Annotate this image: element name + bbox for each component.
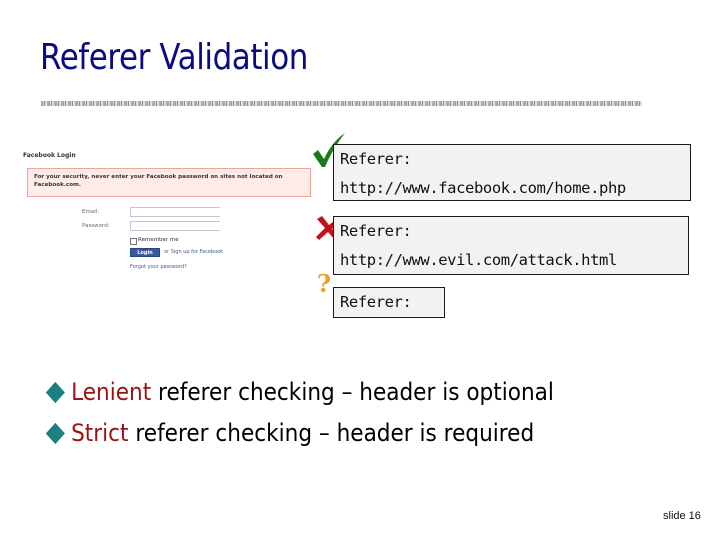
- bullet-text: referer checking – header is required: [128, 419, 535, 447]
- fb-password-label: Password:: [82, 223, 110, 229]
- slide-title: Referer Validation: [40, 37, 308, 78]
- referer-url: http://www.facebook.com/home.php: [340, 179, 626, 197]
- fb-login-button[interactable]: Login: [130, 248, 160, 257]
- bullet-lenient: Lenient referer checking – header is opt…: [45, 372, 554, 413]
- facebook-login-screenshot: Facebook Login For your security, never …: [18, 140, 314, 280]
- referer-box-missing: Referer:: [333, 287, 445, 318]
- fb-remember-label: Remember me: [138, 237, 179, 243]
- referer-url: http://www.evil.com/attack.html: [340, 251, 617, 269]
- slide-number: slide 16: [663, 510, 701, 522]
- check-icon: [313, 133, 345, 167]
- bullet-list: Lenient referer checking – header is opt…: [45, 372, 610, 454]
- fb-remember-checkbox[interactable]: [130, 238, 137, 245]
- fb-login-heading: Facebook Login: [23, 152, 76, 159]
- fb-signup-row: or Sign up for Facebook: [164, 249, 223, 255]
- referer-label: Referer:: [340, 293, 412, 311]
- bullet-text: referer checking – header is optional: [151, 378, 554, 406]
- question-icon: ?: [317, 269, 332, 298]
- bullet-keyword: Strict: [71, 419, 129, 447]
- diamond-bullet-icon: [45, 422, 65, 444]
- fb-or-text: or: [164, 249, 170, 255]
- fb-forgot-password-link[interactable]: Forgot your password?: [130, 264, 187, 270]
- title-divider: [41, 101, 642, 106]
- bullet-keyword: Lenient: [71, 378, 152, 406]
- fb-email-field[interactable]: [130, 207, 220, 217]
- fb-email-label: Email:: [82, 209, 100, 215]
- fb-security-warning: For your security, never enter your Face…: [27, 168, 311, 197]
- referer-label: Referer:: [340, 222, 412, 240]
- fb-password-field[interactable]: [130, 221, 220, 231]
- referer-box-invalid: Referer: http://www.evil.com/attack.html: [333, 216, 689, 275]
- bullet-strict: Strict referer checking – header is requ…: [45, 413, 554, 454]
- referer-box-valid: Referer: http://www.facebook.com/home.ph…: [333, 144, 691, 201]
- diamond-bullet-icon: [45, 381, 65, 403]
- fb-signup-link[interactable]: Sign up for Facebook: [170, 249, 224, 255]
- referer-label: Referer:: [340, 150, 412, 168]
